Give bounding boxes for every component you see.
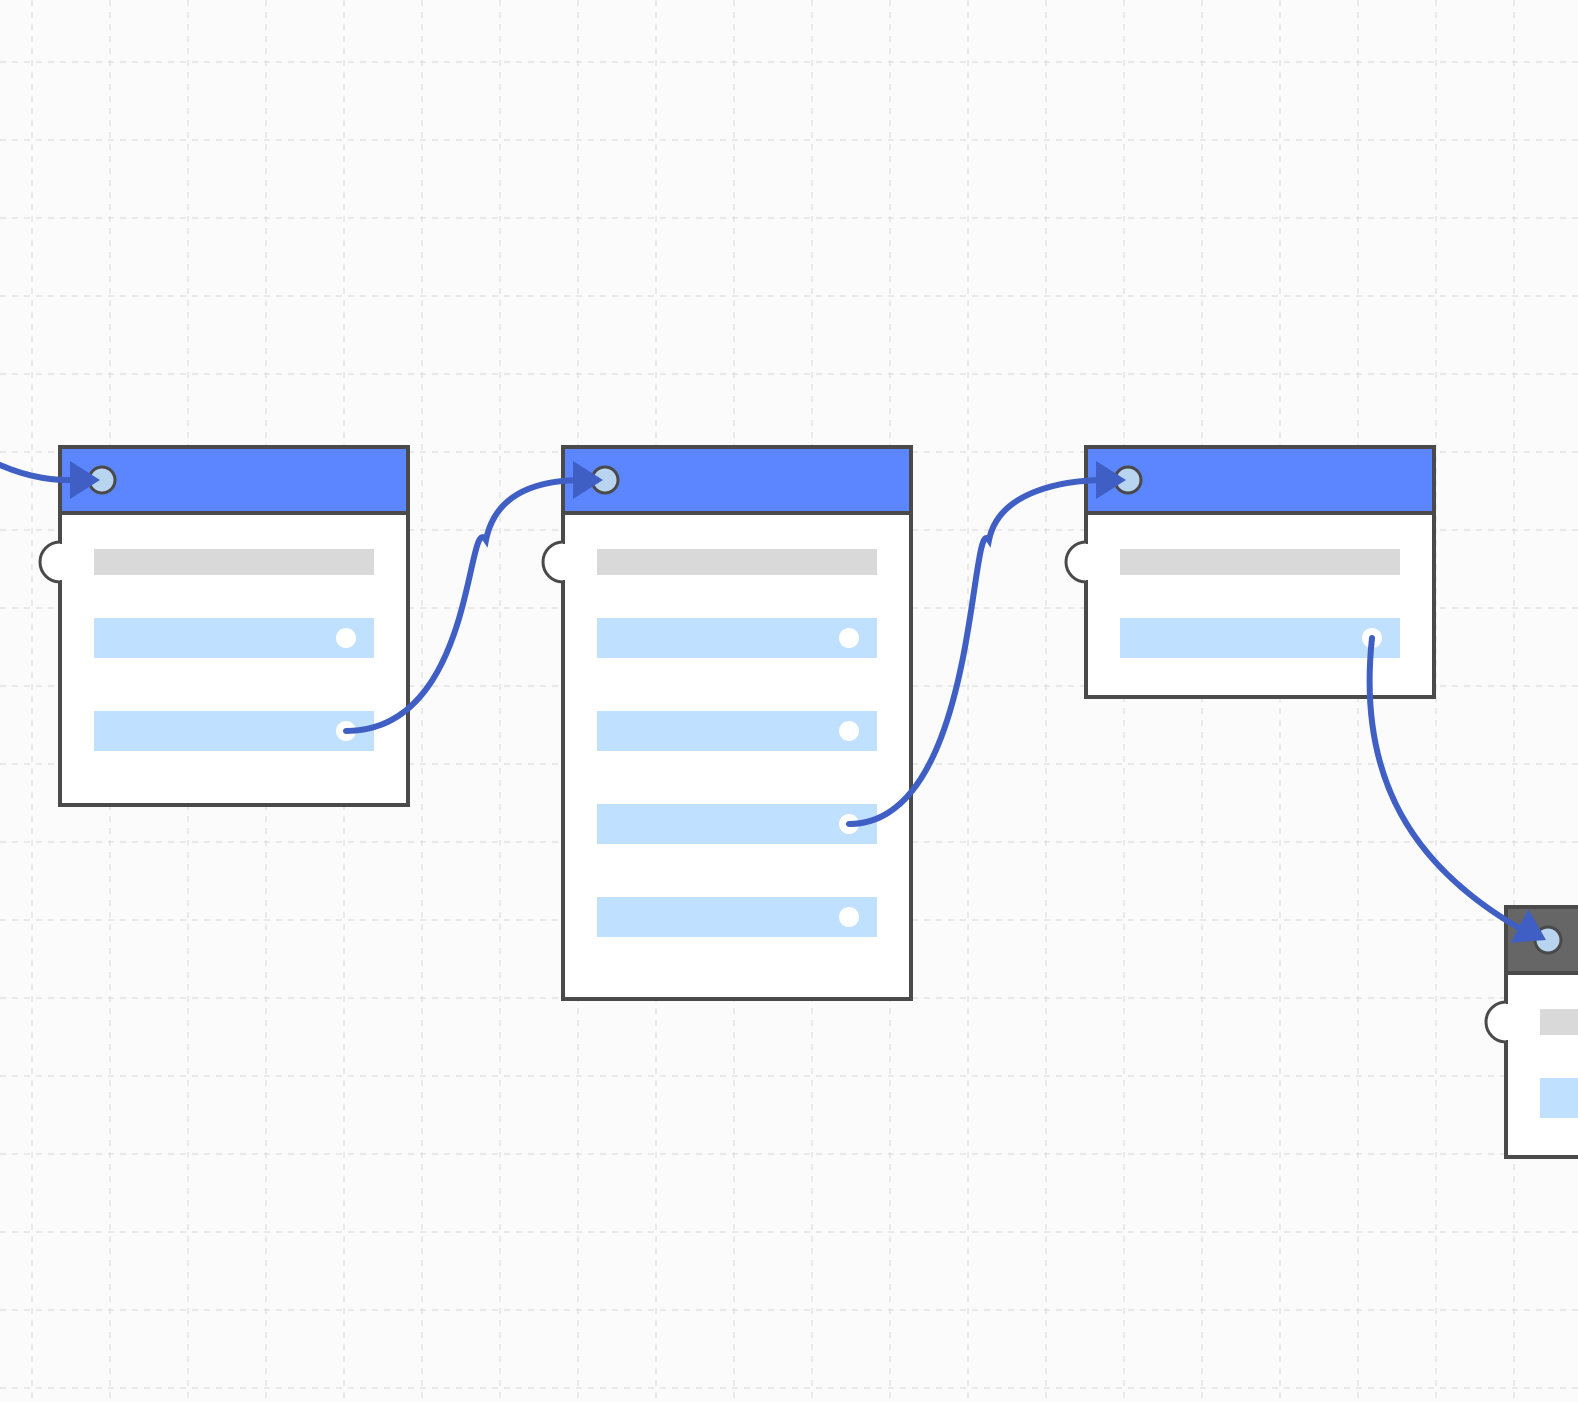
field-row[interactable]: [94, 711, 374, 751]
arrow-head-icon: [70, 461, 100, 499]
field-row[interactable]: [597, 897, 877, 937]
arrow-head-icon: [1096, 461, 1126, 499]
node-header[interactable]: [1084, 445, 1436, 515]
placeholder-row: [94, 549, 374, 575]
connection-line[interactable]: [1366, 635, 1529, 935]
placeholder-row: [1120, 549, 1400, 575]
left-connector-notch-icon[interactable]: [1484, 1000, 1507, 1044]
node-4[interactable]: [1484, 905, 1578, 1159]
nodes-layer: [38, 445, 1578, 1159]
field-row[interactable]: [1120, 618, 1400, 658]
output-port-icon[interactable]: [839, 628, 859, 648]
field-row[interactable]: [1540, 1078, 1578, 1118]
notch-mask: [562, 544, 566, 580]
notch-mask: [1505, 1004, 1509, 1040]
notch-mask: [1085, 544, 1089, 580]
field-row[interactable]: [94, 618, 374, 658]
field-row[interactable]: [597, 618, 877, 658]
node-2[interactable]: [541, 445, 913, 1001]
node-1[interactable]: [38, 445, 410, 807]
node-header[interactable]: [58, 445, 410, 515]
field-row[interactable]: [597, 711, 877, 751]
left-connector-notch-icon[interactable]: [38, 540, 61, 584]
output-port-icon[interactable]: [839, 907, 859, 927]
placeholder-row: [597, 549, 877, 575]
notch-mask: [59, 544, 63, 580]
left-connector-notch-icon[interactable]: [1064, 540, 1087, 584]
placeholder-row: [1540, 1009, 1578, 1035]
connections-layer: [0, 461, 1546, 943]
connection-line[interactable]: [343, 477, 586, 734]
arrow-head-icon: [573, 461, 603, 499]
output-port-icon[interactable]: [839, 721, 859, 741]
node-3[interactable]: [1064, 445, 1436, 699]
arrow-head-icon: [1510, 909, 1546, 943]
connection-line[interactable]: [846, 477, 1109, 827]
left-connector-notch-icon[interactable]: [541, 540, 564, 584]
output-port-icon[interactable]: [336, 628, 356, 648]
field-row[interactable]: [597, 804, 877, 844]
